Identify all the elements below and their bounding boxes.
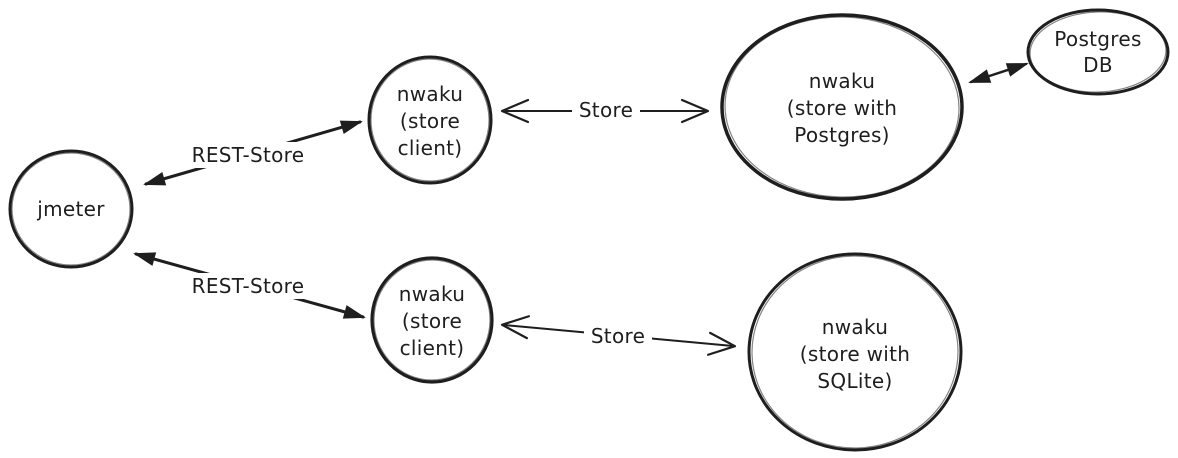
edge-store-bottom-label-bg: [584, 323, 652, 349]
node-postgres-db-sketch-stroke: [1029, 11, 1167, 93]
node-nwaku-store-postgres-label-line-1: nwaku: [809, 69, 875, 93]
edge-postgres-link-line: [968, 62, 1029, 84]
node-nwaku-store-client-top-label-line-2: (store: [400, 109, 460, 133]
node-nwaku-store-postgres-label-line-3: Postgres): [794, 123, 890, 147]
node-nwaku-store-client-bottom-label-line-2: (store: [402, 309, 462, 333]
edge-rest-store-bottom-label-bg: [186, 273, 310, 299]
edge-store-bottom-label: Store: [591, 324, 645, 348]
node-nwaku-store-client-bottom-label-line-1: nwaku: [399, 282, 465, 306]
node-nwaku-store-sqlite-shape: [747, 252, 963, 452]
node-nwaku-store-client-top-sketch-stroke: [370, 58, 490, 182]
node-nwaku-store-client-bottom: nwaku (store client): [370, 256, 494, 384]
node-nwaku-store-sqlite-label-line-3: SQLite): [817, 369, 892, 393]
node-postgres-db-shape: [1026, 8, 1170, 96]
node-nwaku-store-sqlite: nwaku (store with SQLite): [747, 252, 963, 452]
node-jmeter: jmeter: [8, 149, 134, 269]
edge-rest-store-top-label-group: REST-Store: [186, 142, 310, 168]
node-nwaku-store-client-top-shape: [367, 55, 493, 185]
node-postgres-db-label-line-1: Postgres: [1054, 27, 1141, 51]
node-nwaku-store-client-top: nwaku (store client): [367, 55, 493, 185]
edge-store-bottom-label-group: Store: [584, 323, 652, 349]
edge-rest-store-bottom-label-group: REST-Store: [186, 273, 310, 299]
node-postgres-db-label-line-2: DB: [1083, 53, 1113, 77]
node-nwaku-store-postgres-shape: [720, 13, 964, 201]
node-nwaku-store-postgres-sketch-stroke: [724, 16, 960, 198]
node-nwaku-store-client-bottom-shape: [370, 256, 494, 384]
node-nwaku-store-sqlite-label-line-2: (store with: [800, 342, 910, 366]
edge-store-top-label-group: Store: [572, 97, 640, 123]
node-nwaku-store-sqlite-label-line-1: nwaku: [822, 315, 888, 339]
node-jmeter-shape: [8, 149, 134, 269]
edge-postgres-link: [968, 62, 1029, 84]
node-nwaku-store-postgres-label-line-2: (store with: [787, 96, 897, 120]
node-nwaku-store-client-bottom-sketch-stroke: [373, 259, 491, 381]
node-nwaku-store-client-bottom-label-line-3: client): [400, 336, 465, 360]
edge-store-top-label-bg: [572, 97, 640, 123]
node-nwaku-store-sqlite-sketch-stroke: [751, 255, 959, 449]
node-nwaku-store-client-top-label-line-3: client): [398, 136, 463, 160]
edge-rest-store-top-label: REST-Store: [192, 143, 305, 167]
node-jmeter-sketch-stroke: [11, 152, 131, 266]
node-postgres-db: Postgres DB: [1026, 8, 1170, 96]
edge-rest-store-bottom-label: REST-Store: [192, 274, 305, 298]
node-jmeter-label: jmeter: [36, 197, 105, 221]
node-nwaku-store-postgres: nwaku (store with Postgres): [720, 13, 964, 201]
node-nwaku-store-client-top-label-line-1: nwaku: [397, 82, 463, 106]
edge-rest-store-top-label-bg: [186, 142, 310, 168]
edge-store-top-label: Store: [579, 98, 633, 122]
